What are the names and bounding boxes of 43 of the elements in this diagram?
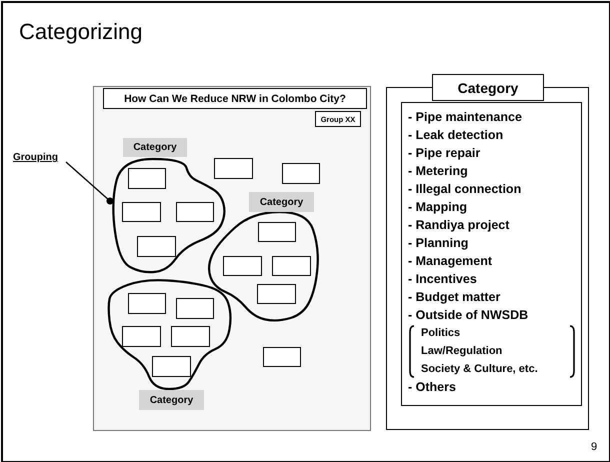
blank-card xyxy=(223,256,262,276)
heading-tab: Category xyxy=(432,74,544,101)
blank-card xyxy=(122,202,161,222)
annotation-text: Grouping xyxy=(13,152,58,163)
page-number: 9 xyxy=(591,441,598,453)
list-item: - Pipe maintenance xyxy=(408,109,522,125)
blank-card xyxy=(152,356,191,377)
blank-card xyxy=(176,298,214,319)
category-label: Category xyxy=(249,192,314,212)
blank-card xyxy=(128,293,166,314)
list-item: Politics xyxy=(421,326,460,341)
blank-card xyxy=(128,168,166,189)
list-item: - Incentives xyxy=(408,271,477,287)
blank-card xyxy=(171,326,210,347)
list-item: - Budget matter xyxy=(408,289,500,305)
blank-card xyxy=(282,163,320,184)
list-item: - Mapping xyxy=(408,199,468,215)
list-item: - Randiya project xyxy=(408,217,510,233)
category-list-box xyxy=(401,102,582,406)
blank-card xyxy=(122,326,161,347)
leader-line xyxy=(66,162,114,204)
list-item: - Leak detection xyxy=(408,127,504,143)
blank-card xyxy=(176,202,214,222)
list-item: - Outside of NWSDB xyxy=(408,307,528,323)
list-item: - Metering xyxy=(408,163,468,179)
list-item: - Management xyxy=(408,253,492,269)
blank-card xyxy=(258,222,296,242)
blank-card xyxy=(272,256,311,276)
category-label: Category xyxy=(123,138,187,157)
list-item: Law/Regulation xyxy=(421,344,502,359)
list-item: Society & Culture, etc. xyxy=(421,362,538,377)
list-item: - Pipe repair xyxy=(408,145,480,161)
slide-title: Categorizing xyxy=(19,19,143,45)
blank-card xyxy=(214,158,253,179)
board-panel xyxy=(93,86,371,431)
category-label: Category xyxy=(139,390,204,410)
list-item: - Planning xyxy=(408,235,468,251)
blank-card xyxy=(263,347,301,367)
blank-card xyxy=(137,236,176,257)
question-box: How Can We Reduce NRW in Colombo City? xyxy=(103,88,367,109)
blank-card xyxy=(257,284,296,304)
list-item: - Others xyxy=(408,379,456,395)
list-item: - Illegal connection xyxy=(408,181,522,197)
